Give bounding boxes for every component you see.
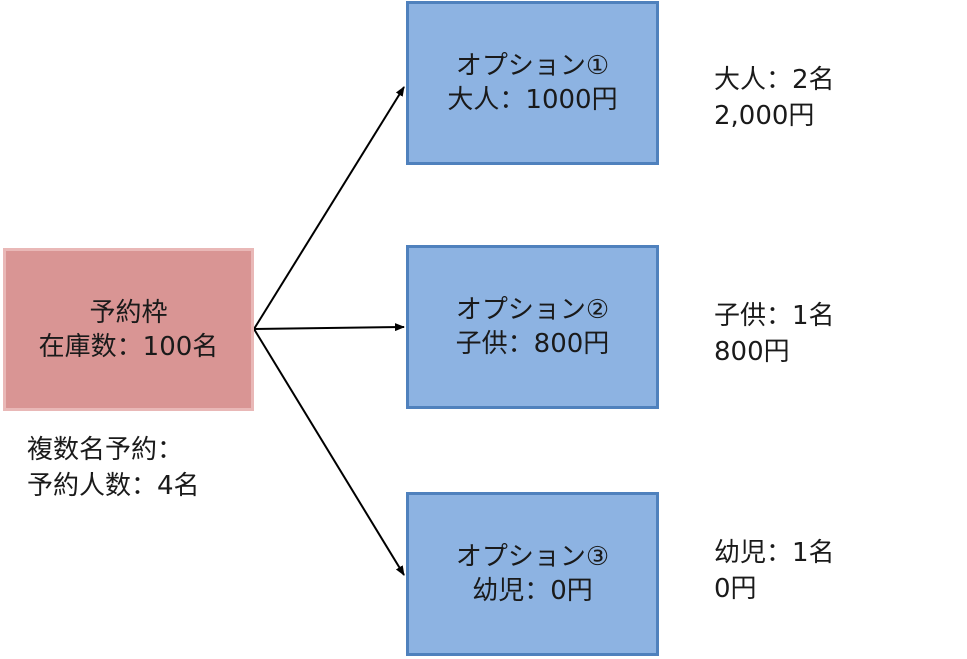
option-2-price: 子供：800円	[455, 329, 610, 359]
arrow-to-option-2	[253, 323, 405, 332]
option-3-result: 幼児：1名 0円	[714, 535, 835, 607]
group-booking-note: 複数名予約： 予約人数：4名	[27, 432, 200, 504]
option-3-title: オプション③	[455, 542, 610, 572]
option-1-box: オプション① 大人：1000円	[406, 1, 659, 165]
slot-title: 予約枠	[89, 297, 168, 328]
option-3-result-count: 幼児：1名	[714, 538, 835, 568]
option-1-price: 大人：1000円	[447, 85, 618, 115]
slot-stock: 在庫数：100名	[38, 331, 219, 362]
reservation-slot-box: 予約枠 在庫数：100名	[3, 248, 254, 411]
option-1-result: 大人：2名 2,000円	[714, 62, 835, 134]
option-1-title: オプション①	[455, 51, 610, 81]
option-2-title: オプション②	[455, 295, 610, 325]
group-booking-count: 予約人数：4名	[27, 471, 200, 501]
arrow-to-option-3	[253, 328, 405, 576]
option-1-result-count: 大人：2名	[714, 65, 835, 95]
option-1-result-amount: 2,000円	[714, 101, 815, 131]
option-3-box: オプション③ 幼児：0円	[406, 492, 659, 656]
option-2-result: 子供：1名 800円	[714, 298, 835, 370]
option-2-result-count: 子供：1名	[714, 301, 835, 331]
option-3-result-amount: 0円	[714, 574, 757, 604]
arrow-to-option-1	[253, 86, 405, 330]
option-3-price: 幼児：0円	[472, 576, 593, 606]
option-2-box: オプション② 子供：800円	[406, 245, 659, 409]
option-2-result-amount: 800円	[714, 337, 790, 367]
group-booking-label: 複数名予約：	[27, 435, 184, 465]
